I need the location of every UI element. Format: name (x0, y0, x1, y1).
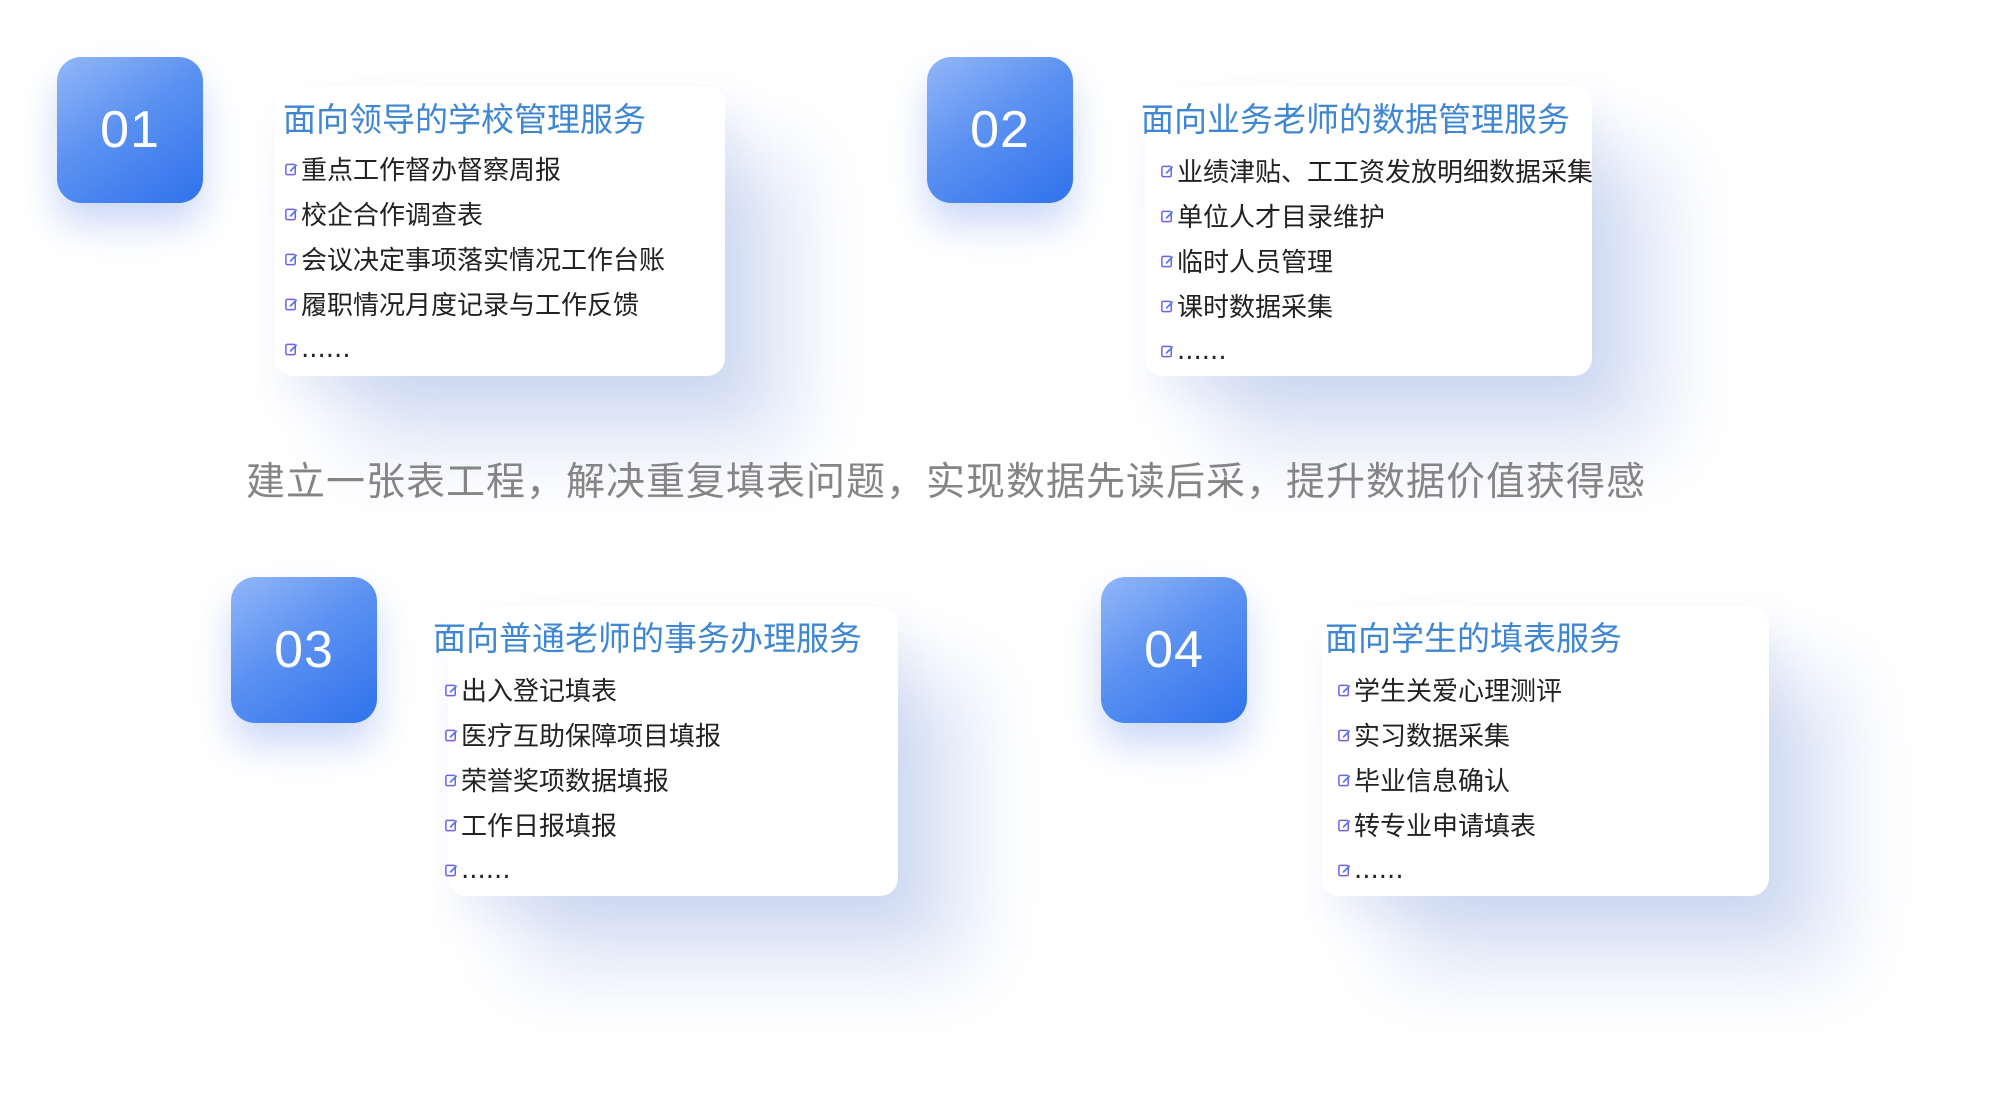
list-item: ...... (284, 326, 665, 371)
service-card-students (1322, 606, 1769, 896)
edit-note-icon (285, 208, 298, 220)
list-item: ...... (444, 847, 721, 892)
edit-note-icon (1161, 345, 1174, 357)
list-item: 医疗互助保障项目填报 (444, 712, 721, 757)
list-item-label: 临时人员管理 (1177, 248, 1334, 278)
slogan-text: 建立一张表工程，解决重复填表问题，实现数据先读后采，提升数据价值获得感 (246, 460, 1647, 505)
list-item-label: 会议决定事项落实情况工作台账 (301, 246, 666, 276)
edit-note-icon (445, 774, 458, 786)
list-item: 单位人才目录维护 (1160, 193, 1593, 238)
list-item: 临时人员管理 (1160, 238, 1593, 283)
list-item-label: 业绩津贴、工工资发放明细数据采集 (1177, 158, 1594, 188)
list-item-label: 履职情况月度记录与工作反馈 (301, 291, 640, 321)
list-item: 履职情况月度记录与工作反馈 (284, 281, 665, 326)
card-title: 面向学生的填表服务 (1325, 619, 1622, 658)
list-item: 荣誉奖项数据填报 (444, 757, 721, 802)
list-item-label: 医疗互助保障项目填报 (461, 722, 722, 752)
list-item-label: 实习数据采集 (1354, 722, 1511, 752)
list-item: 重点工作督办督察周报 (284, 146, 665, 191)
edit-note-icon (285, 298, 298, 310)
edit-note-icon (1161, 255, 1174, 267)
edit-note-icon (285, 343, 298, 355)
card-title: 面向领导的学校管理服务 (283, 100, 646, 139)
list-item: 出入登记填表 (444, 667, 721, 712)
service-card-business-teachers (1145, 86, 1592, 376)
list-item-label: ...... (461, 854, 511, 885)
list-item: 毕业信息确认 (1337, 757, 1562, 802)
edit-note-icon (445, 819, 458, 831)
list-item: ...... (1160, 328, 1593, 373)
card-number-badge: 04 (1101, 577, 1247, 723)
edit-note-icon (1161, 165, 1174, 177)
edit-note-icon (1338, 864, 1351, 876)
edit-note-icon (1338, 684, 1351, 696)
list-item-label: 出入登记填表 (461, 677, 618, 707)
list-item: 业绩津贴、工工资发放明细数据采集 (1160, 148, 1593, 193)
edit-note-icon (1338, 819, 1351, 831)
card-number-badge: 01 (57, 57, 203, 203)
list-item-label: 毕业信息确认 (1354, 767, 1511, 797)
card-item-list: 学生关爱心理测评 实习数据采集 毕业信息确认 转专业申请填表 ...... (1337, 667, 1562, 892)
edit-note-icon (285, 253, 298, 265)
service-card-regular-teachers (448, 606, 898, 896)
card-title: 面向业务老师的数据管理服务 (1141, 100, 1570, 139)
list-item-label: ...... (1177, 335, 1227, 366)
list-item: 课时数据采集 (1160, 283, 1593, 328)
list-item: 会议决定事项落实情况工作台账 (284, 236, 665, 281)
list-item: 实习数据采集 (1337, 712, 1562, 757)
list-item-label: 转专业申请填表 (1354, 812, 1537, 842)
list-item-label: 课时数据采集 (1177, 293, 1334, 323)
list-item-label: 荣誉奖项数据填报 (461, 767, 670, 797)
edit-note-icon (1338, 729, 1351, 741)
list-item-label: ...... (301, 333, 351, 364)
card-title: 面向普通老师的事务办理服务 (433, 619, 862, 658)
list-item: 转专业申请填表 (1337, 802, 1562, 847)
edit-note-icon (445, 684, 458, 696)
card-number-badge: 02 (927, 57, 1073, 203)
list-item-label: 重点工作督办督察周报 (301, 156, 562, 186)
list-item-label: 校企合作调查表 (301, 201, 484, 231)
list-item-label: 工作日报填报 (461, 812, 618, 842)
list-item: 工作日报填报 (444, 802, 721, 847)
list-item: 学生关爱心理测评 (1337, 667, 1562, 712)
list-item: 校企合作调查表 (284, 191, 665, 236)
card-item-list: 重点工作督办督察周报 校企合作调查表 会议决定事项落实情况工作台账 履职情况月度… (284, 146, 665, 371)
list-item-label: ...... (1354, 854, 1404, 885)
service-card-leaders (275, 86, 725, 376)
edit-note-icon (445, 864, 458, 876)
card-item-list: 业绩津贴、工工资发放明细数据采集 单位人才目录维护 临时人员管理 课时数据采集 … (1160, 148, 1593, 373)
list-item-label: 学生关爱心理测评 (1354, 677, 1563, 707)
list-item: ...... (1337, 847, 1562, 892)
edit-note-icon (1161, 210, 1174, 222)
edit-note-icon (445, 729, 458, 741)
edit-note-icon (285, 163, 298, 175)
edit-note-icon (1338, 774, 1351, 786)
edit-note-icon (1161, 300, 1174, 312)
card-number-badge: 03 (231, 577, 377, 723)
card-item-list: 出入登记填表 医疗互助保障项目填报 荣誉奖项数据填报 工作日报填报 ...... (444, 667, 721, 892)
list-item-label: 单位人才目录维护 (1177, 203, 1386, 233)
